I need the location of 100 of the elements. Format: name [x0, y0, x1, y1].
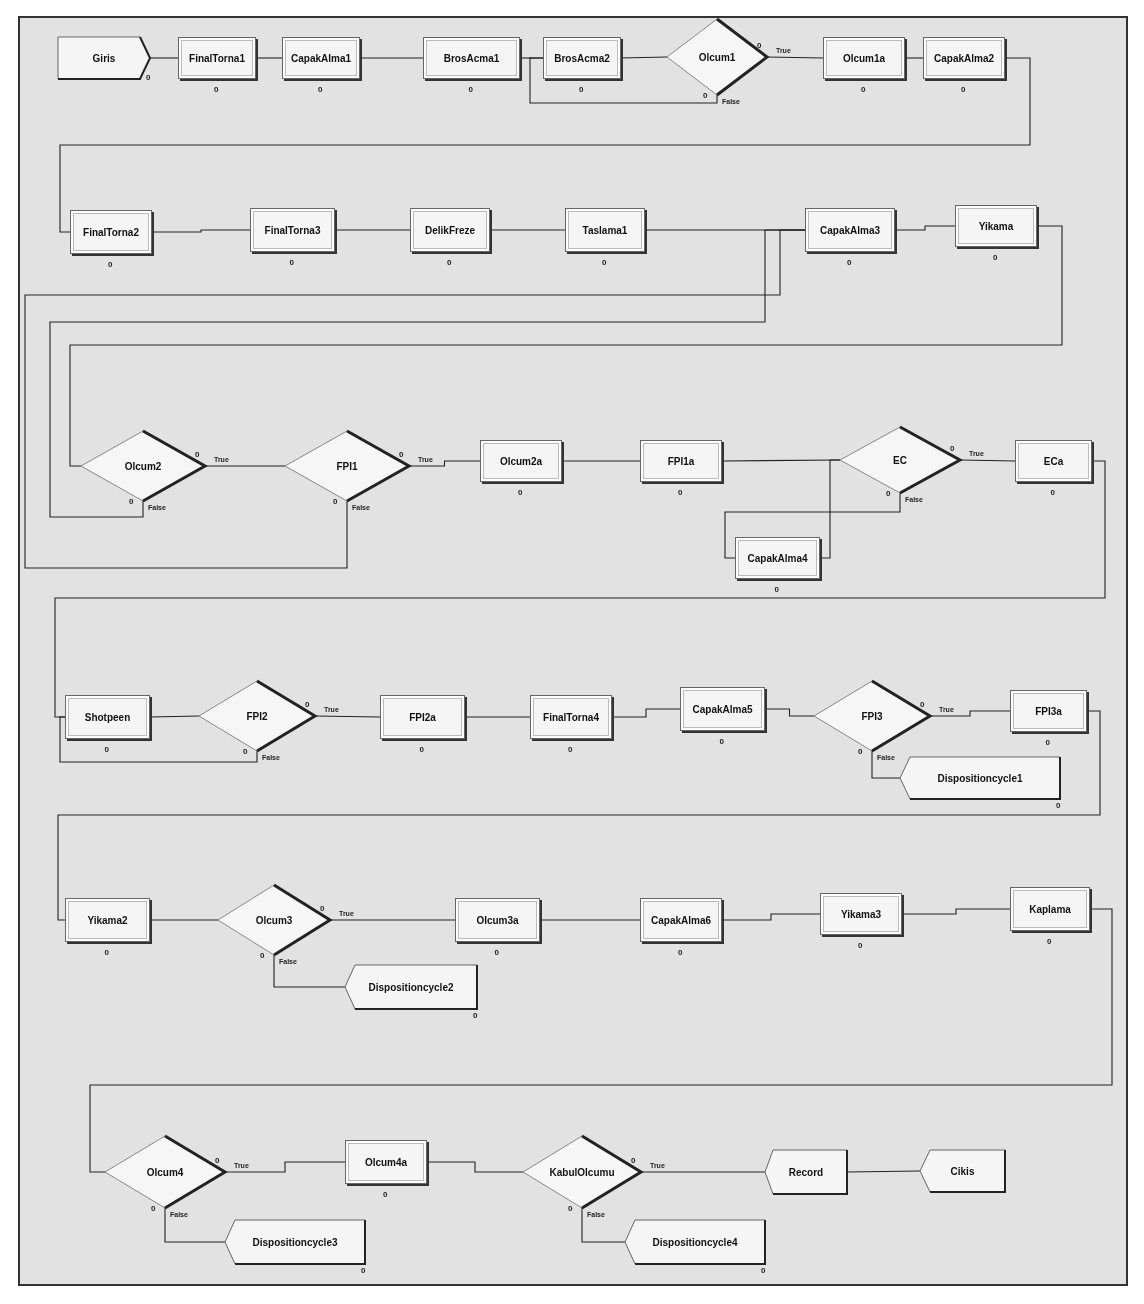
- node-label: Shotpeen: [84, 711, 131, 723]
- node-label: CapakAlma6: [651, 914, 711, 926]
- connector: [529, 56, 718, 104]
- connector: [224, 1161, 346, 1173]
- process-box: [680, 687, 765, 731]
- node-label: CapakAlma2: [934, 52, 994, 64]
- connector: [59, 716, 258, 763]
- counter-value: 0: [678, 488, 683, 497]
- counter-value: 0: [243, 747, 248, 756]
- counter-value: 0: [568, 1204, 573, 1213]
- counter-value: 0: [383, 1190, 388, 1199]
- connector: [69, 225, 1063, 467]
- counter-value: 0: [858, 941, 863, 950]
- counter-value: 0: [761, 1266, 766, 1275]
- decision-diamond: [814, 681, 930, 751]
- node-label: FPI3: [861, 710, 883, 722]
- node-label: FPI2a: [409, 711, 436, 723]
- process-box: [380, 695, 465, 739]
- counter-value: 0: [861, 85, 866, 94]
- process-box: [823, 37, 905, 79]
- connector: [314, 715, 381, 718]
- node-label: FPI1: [336, 460, 358, 472]
- counter-value: 0: [950, 444, 955, 453]
- counter-value: 0: [214, 85, 219, 94]
- counter-value: 0: [858, 747, 863, 756]
- connector: [59, 57, 1031, 233]
- process-box: [640, 898, 722, 942]
- record-module: [765, 1150, 847, 1194]
- connector: [904, 57, 924, 59]
- node-label: DelikFreze: [425, 224, 475, 236]
- node-label: Dispositioncycle1: [937, 772, 1023, 784]
- counter-value: 0: [1056, 801, 1061, 810]
- decision-diamond: [667, 19, 767, 95]
- decision-diamond: [199, 681, 315, 751]
- node-label: CapakAlma1: [291, 52, 351, 64]
- connector: [620, 56, 668, 59]
- process-box: [1010, 887, 1090, 931]
- counter-value: 0: [333, 497, 338, 506]
- counter-value: 0: [886, 489, 891, 498]
- counter-value: 0: [473, 1011, 478, 1020]
- connector: [724, 492, 901, 559]
- counter-value: 0: [1045, 738, 1050, 747]
- node-label: KabulOlcumu: [549, 1166, 615, 1178]
- process-box: [480, 440, 562, 482]
- node-label: Yikama: [978, 220, 1014, 232]
- counter-value: 0: [305, 700, 310, 709]
- node-label: ECa: [1043, 455, 1064, 467]
- dispose-module: [920, 1150, 1005, 1192]
- counter-value: 0: [419, 745, 424, 754]
- decision-diamond: [523, 1136, 641, 1208]
- connector: [89, 908, 1113, 1173]
- decision-diamond: [81, 431, 205, 501]
- counter-value: 0: [104, 948, 109, 957]
- counter-value: 0: [703, 91, 708, 100]
- dispose-module: [345, 965, 477, 1009]
- counter-value: 0: [631, 1156, 636, 1165]
- connector: [766, 56, 824, 59]
- node-label: Olcum4a: [364, 1156, 408, 1168]
- node-label: Kaplama: [1029, 903, 1071, 915]
- process-box: [178, 37, 256, 79]
- process-box: [735, 537, 820, 579]
- node-label: FinalTorna4: [543, 711, 599, 723]
- connector: [149, 715, 200, 718]
- process-box: [282, 37, 360, 79]
- counter-value: 0: [260, 951, 265, 960]
- dispose-module: [900, 757, 1060, 799]
- connector: [334, 229, 411, 231]
- process-box: [423, 37, 520, 79]
- node-label: FPI2: [246, 710, 268, 722]
- counter-value: 0: [678, 948, 683, 957]
- node-label: Giris: [92, 52, 116, 64]
- counter-value: 0: [579, 85, 584, 94]
- counter-value: 0: [1047, 937, 1052, 946]
- process-box: [70, 210, 152, 254]
- connector: [149, 919, 219, 921]
- node-label: Olcum4: [146, 1166, 184, 1178]
- process-box: [923, 37, 1005, 79]
- connector: [929, 710, 1011, 717]
- connector: [273, 954, 346, 988]
- connector: [54, 460, 1106, 718]
- counter-value: 0: [494, 948, 499, 957]
- node-label: Dispositioncycle3: [252, 1236, 338, 1248]
- connector: [408, 460, 481, 467]
- counter-value: 0: [320, 904, 325, 913]
- node-label: Dispositioncycle2: [368, 981, 454, 993]
- connector: [149, 57, 179, 59]
- counter-value: 0: [719, 737, 724, 746]
- connector: [359, 57, 424, 59]
- connector: [24, 229, 806, 569]
- node-label: CapakAlma3: [820, 224, 880, 236]
- node-label: FinalTorna3: [264, 224, 321, 236]
- process-box: [410, 208, 490, 252]
- process-box: [250, 208, 335, 252]
- counter-value: 0: [602, 258, 607, 267]
- counter-value: 0: [847, 258, 852, 267]
- connector: [204, 465, 286, 467]
- node-label: FPI1a: [667, 455, 695, 467]
- node-label: Olcum2a: [499, 455, 543, 467]
- decision-diamond: [840, 427, 960, 493]
- process-box: [1010, 690, 1087, 732]
